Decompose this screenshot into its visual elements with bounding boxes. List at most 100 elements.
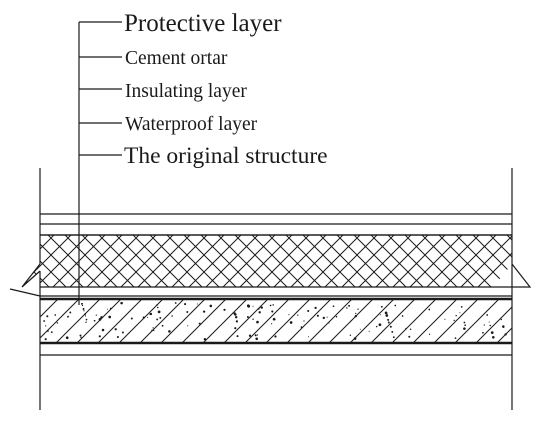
concrete-speckle — [100, 316, 103, 319]
concrete-speckle — [236, 335, 239, 338]
concrete-speckle — [303, 320, 305, 322]
concrete-speckle — [349, 334, 352, 336]
concrete-speckle — [95, 314, 97, 316]
concrete-speckle — [405, 327, 407, 330]
concrete-speckle — [389, 325, 392, 328]
concrete-speckle — [394, 304, 397, 307]
concrete-speckle — [463, 327, 466, 330]
concrete-speckle — [56, 322, 59, 324]
concrete-speckle — [120, 301, 123, 305]
concrete-speckle — [147, 316, 149, 318]
concrete-speckle — [246, 316, 249, 318]
concrete-speckle — [500, 318, 503, 321]
concrete-speckle — [326, 316, 328, 318]
concrete-speckle — [297, 314, 299, 316]
concrete-speckle — [254, 334, 257, 337]
concrete-speckle — [444, 318, 446, 320]
concrete-speckle — [252, 318, 254, 321]
concrete-speckle — [252, 305, 254, 307]
label-cement-ortar: Cement ortar — [125, 48, 228, 69]
concrete-speckle — [380, 305, 383, 308]
concrete-speckle — [152, 327, 154, 329]
concrete-speckle — [69, 311, 72, 314]
concrete-speckle — [260, 306, 263, 309]
concrete-speckle — [209, 304, 213, 308]
concrete-speckle — [45, 325, 47, 327]
concrete-speckle — [235, 320, 239, 323]
concrete-speckle — [171, 315, 173, 317]
concrete-speckle — [490, 331, 494, 334]
concrete-speckle — [93, 319, 96, 322]
concrete-speckle — [492, 336, 495, 339]
concrete-speckle — [46, 315, 49, 318]
concrete-speckle — [149, 313, 152, 316]
concrete-speckle — [289, 321, 293, 324]
concrete-speckle — [159, 316, 162, 319]
concrete-speckle — [368, 330, 370, 332]
concrete-speckle — [43, 320, 46, 322]
concrete-speckle — [353, 337, 357, 340]
concrete-speckle — [335, 315, 338, 318]
concrete-speckle — [187, 325, 189, 327]
concrete-speckle — [307, 336, 310, 338]
concrete-speckle — [375, 325, 378, 328]
label-insulating-layer: Insulating layer — [125, 81, 247, 102]
concrete-speckle — [157, 306, 159, 309]
concrete-speckle — [142, 316, 145, 319]
concrete-speckle — [428, 333, 431, 335]
concrete-speckle — [354, 315, 357, 318]
concrete-speckle — [455, 314, 457, 317]
concrete-speckle — [391, 330, 394, 333]
concrete-speckle — [385, 314, 389, 317]
concrete-speckle — [255, 337, 258, 341]
original-structure-band — [40, 300, 512, 356]
concrete-speckle — [153, 329, 155, 332]
concrete-speckle — [314, 306, 317, 310]
concrete-speckle — [322, 316, 325, 320]
concrete-speckle — [346, 307, 348, 309]
concrete-speckle — [488, 321, 490, 323]
concrete-speckle — [392, 336, 395, 339]
concrete-speckle — [288, 314, 290, 316]
label-protective-layer: Protective layer — [124, 10, 282, 37]
concrete-speckle — [246, 304, 250, 308]
concrete-speckle — [428, 308, 431, 311]
concrete-speckle — [359, 328, 361, 330]
concrete-speckle — [271, 310, 274, 313]
concrete-speckle — [357, 308, 359, 310]
concrete-speckle — [272, 304, 274, 306]
concrete-speckle — [198, 322, 201, 325]
concrete-speckle — [116, 335, 119, 339]
concrete-speckle — [502, 326, 505, 329]
concrete-speckle — [46, 330, 49, 332]
concrete-speckle — [350, 320, 352, 322]
concrete-speckle — [202, 310, 206, 313]
concrete-speckle — [269, 304, 272, 307]
concrete-speckle — [186, 311, 189, 313]
concrete-speckle — [273, 318, 276, 321]
concrete-speckle — [384, 311, 388, 315]
concrete-speckle — [101, 328, 105, 332]
concrete-speckle — [504, 333, 507, 336]
concrete-speckle — [459, 312, 461, 314]
concrete-speckle — [454, 337, 457, 339]
concrete-speckle — [80, 336, 82, 339]
concrete-speckle — [130, 317, 133, 320]
concrete-speckle — [234, 327, 237, 330]
concrete-speckle — [151, 329, 153, 332]
label-original-structure: The original structure — [124, 143, 328, 169]
concrete-speckle — [234, 315, 238, 319]
concrete-speckle — [300, 326, 303, 328]
concrete-speckle — [84, 313, 86, 316]
concrete-speckle — [482, 331, 484, 334]
concrete-speckle — [483, 324, 485, 326]
concrete-speckle — [156, 318, 159, 321]
concrete-speckle — [258, 311, 261, 314]
concrete-speckle — [257, 307, 260, 310]
concrete-speckle — [348, 304, 351, 307]
concrete-speckle — [54, 314, 57, 316]
concrete-speckle — [50, 331, 53, 333]
concrete-speckle — [316, 314, 319, 317]
concrete-speckle — [85, 321, 87, 323]
